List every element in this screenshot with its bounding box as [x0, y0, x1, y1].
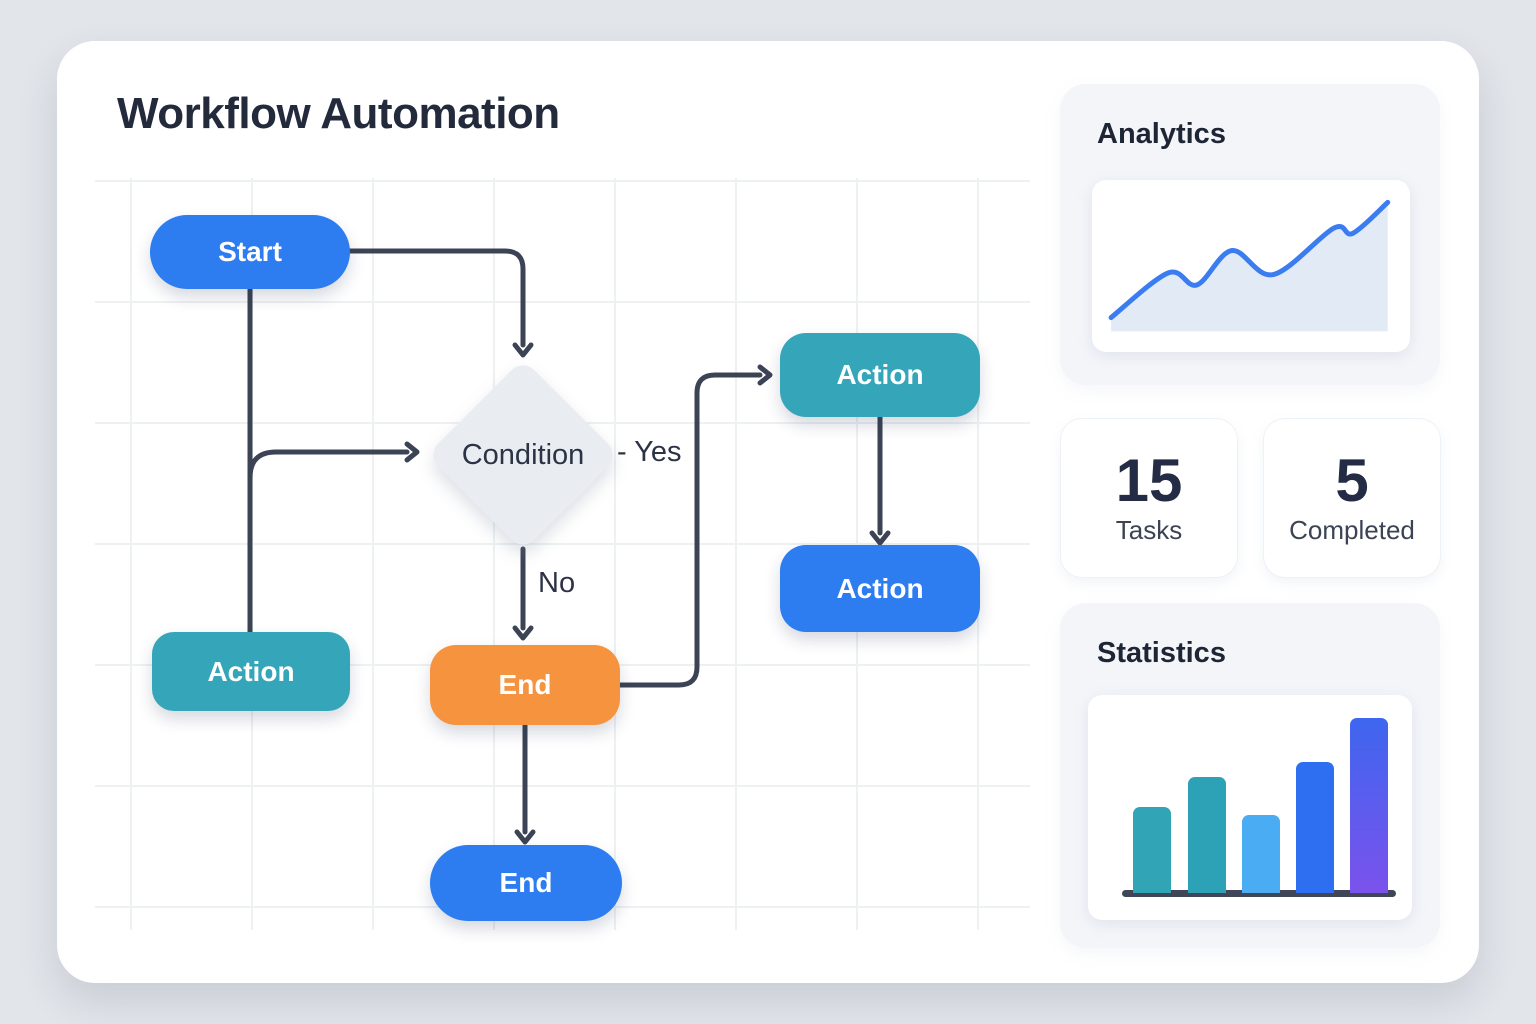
node-end-final[interactable]: End: [430, 845, 622, 921]
node-condition-label: Condition: [461, 439, 585, 471]
node-action-left[interactable]: Action: [152, 632, 350, 711]
line-chart-area: [1111, 202, 1388, 332]
node-action-bottom-right[interactable]: Action: [780, 545, 980, 632]
bar-chart-bar: [1296, 762, 1334, 893]
analytics-line-chart: [1092, 180, 1410, 352]
line-chart-series: [1108, 199, 1391, 321]
edge-label-no: No: [538, 567, 576, 599]
stat-card-tasks: 15 Tasks: [1060, 418, 1238, 578]
bar-chart-bar: [1350, 718, 1388, 893]
completed-label: Completed: [1289, 514, 1415, 545]
bar-chart-bar: [1133, 807, 1171, 893]
node-start[interactable]: Start: [150, 215, 350, 289]
workflow-app-card: Workflow Automation Start Condition - Ye…: [57, 41, 1479, 983]
bar-chart-axis: [1122, 890, 1396, 897]
analytics-title: Analytics: [1097, 118, 1226, 150]
node-action-top-right[interactable]: Action: [780, 333, 980, 417]
bar-chart-bar: [1188, 777, 1226, 893]
stat-card-completed: 5 Completed: [1263, 418, 1441, 578]
statistics-bar-chart: [1088, 695, 1412, 920]
page-title: Workflow Automation: [117, 89, 560, 138]
statistics-title: Statistics: [1097, 637, 1226, 669]
tasks-count: 15: [1115, 446, 1183, 514]
tasks-label: Tasks: [1115, 514, 1183, 545]
statistics-card: Statistics: [1060, 603, 1440, 948]
bar-chart-bar: [1242, 815, 1280, 893]
analytics-card: Analytics: [1060, 84, 1440, 385]
edge-label-yes: - Yes: [617, 436, 682, 468]
node-end-orange[interactable]: End: [430, 645, 620, 725]
completed-count: 5: [1335, 446, 1369, 514]
